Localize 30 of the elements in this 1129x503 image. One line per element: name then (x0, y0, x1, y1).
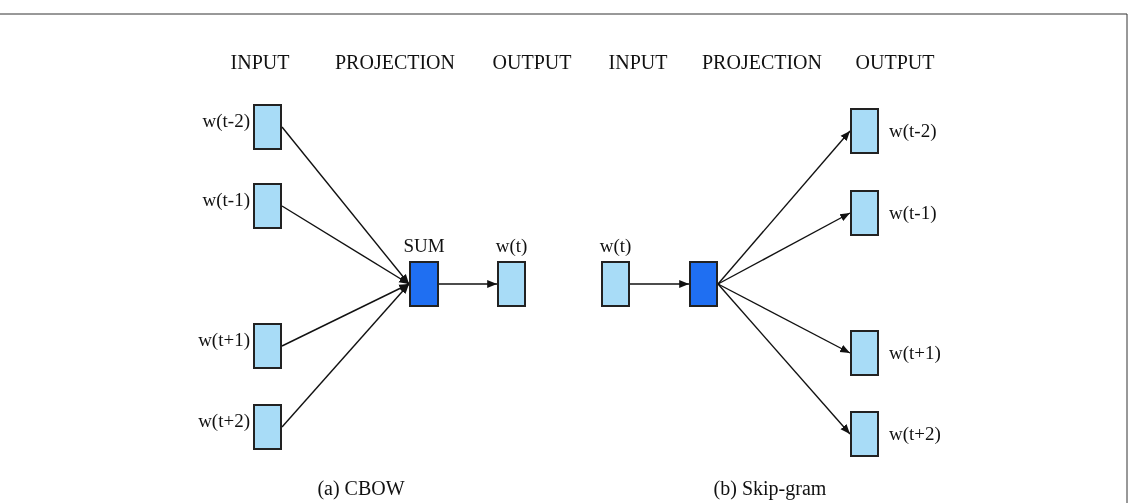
arrow (717, 130, 851, 285)
column-heading: INPUT (608, 50, 668, 74)
panel-caption: (b) Skip-gram (713, 476, 827, 500)
column-heading: PROJECTION (702, 50, 822, 74)
column-heading: OUTPUT (855, 50, 935, 74)
arrow (281, 283, 410, 428)
arrow (717, 212, 851, 285)
word-label: w(t+1) (198, 329, 250, 351)
word-label: SUM (403, 235, 445, 257)
arrow (717, 283, 851, 354)
word-label: w(t) (495, 235, 528, 257)
word-label: w(t-2) (202, 110, 250, 132)
arrow (281, 126, 410, 285)
arrow (438, 280, 498, 288)
word-label: w(t) (599, 235, 632, 257)
column-heading: PROJECTION (335, 50, 455, 74)
word-label: w(t-1) (202, 189, 250, 211)
word-label: w(t+1) (889, 342, 941, 364)
word-label: w(t-1) (889, 202, 937, 224)
arrow (629, 280, 690, 288)
word-label: w(t+2) (198, 410, 250, 432)
word-label: w(t+2) (889, 423, 941, 445)
column-heading: OUTPUT (492, 50, 572, 74)
arrow (281, 205, 410, 285)
column-heading: INPUT (230, 50, 290, 74)
arrow (717, 283, 851, 435)
word-label: w(t-2) (889, 120, 937, 142)
arrow (281, 283, 410, 347)
projection-box (689, 261, 718, 307)
panel-caption: (a) CBOW (317, 476, 405, 500)
